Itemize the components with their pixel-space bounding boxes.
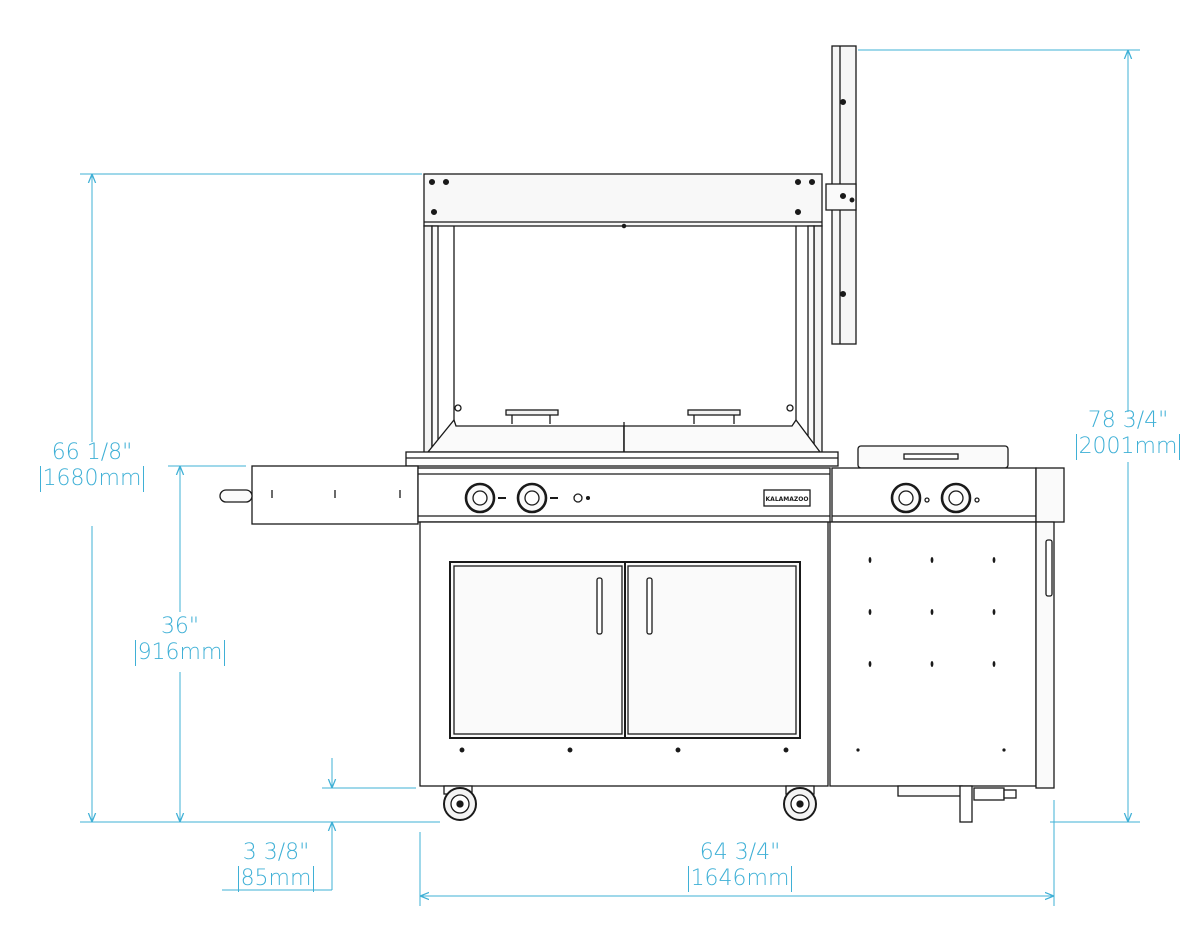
ground-clearance-metric: 85mm bbox=[237, 866, 315, 892]
overall-height-metric: 2001mm bbox=[1075, 434, 1181, 460]
utility-arm bbox=[825, 45, 857, 345]
brand-badge bbox=[763, 489, 811, 507]
dimension-lines bbox=[80, 49, 1140, 906]
left-side-shelf bbox=[219, 465, 419, 525]
hood-top-beam bbox=[423, 173, 823, 229]
cooking-deck bbox=[405, 451, 839, 467]
hood-height-imperial: 66 1/8" bbox=[51, 440, 133, 465]
hood-height-metric: 1680mm bbox=[39, 466, 145, 492]
brand-badge-text: KALAMAZOO bbox=[766, 496, 809, 503]
grill-lids bbox=[426, 409, 822, 453]
dimension-counter-height: 36" 916mm bbox=[124, 614, 236, 666]
dimension-overall-width: 64 3/4" 1646mm bbox=[670, 840, 810, 892]
ground-clearance-imperial: 3 3/8" bbox=[242, 840, 310, 865]
casters bbox=[443, 785, 1017, 823]
control-panel bbox=[417, 467, 831, 523]
overall-height-imperial: 78 3/4" bbox=[1087, 408, 1169, 433]
dimension-hood-height: 66 1/8" 1680mm bbox=[32, 440, 152, 492]
counter-height-metric: 916mm bbox=[134, 640, 226, 666]
hood-side-posts bbox=[423, 225, 823, 459]
dimension-ground-clearance: 3 3/8" 85mm bbox=[222, 840, 330, 892]
counter-height-imperial: 36" bbox=[160, 614, 200, 639]
side-burner bbox=[831, 445, 1065, 523]
right-side-cabinet bbox=[829, 521, 1055, 789]
grill-outline: KALAMAZOO bbox=[219, 45, 1065, 823]
dimension-overall-height: 78 3/4" 2001mm bbox=[1070, 408, 1186, 460]
main-cabinet bbox=[419, 521, 829, 787]
overall-width-imperial: 64 3/4" bbox=[699, 840, 781, 865]
overall-width-metric: 1646mm bbox=[687, 866, 793, 892]
